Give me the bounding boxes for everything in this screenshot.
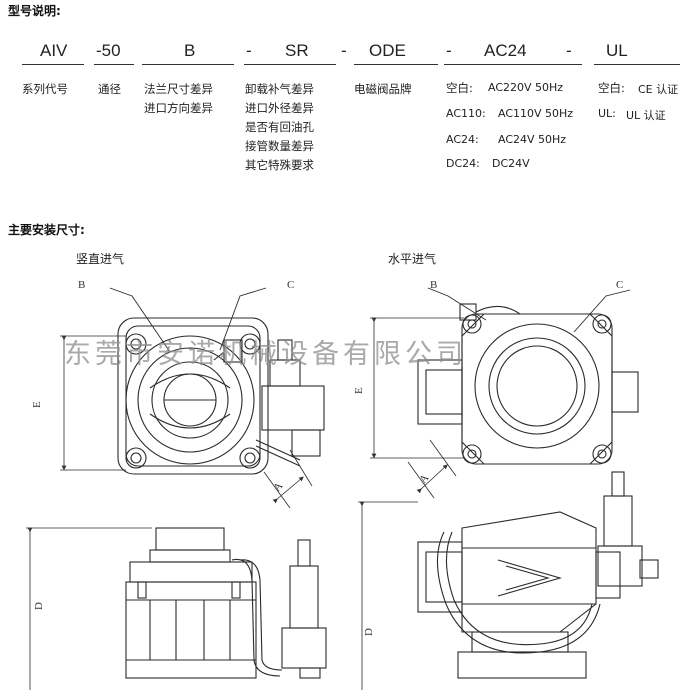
install-section-title: 主要安装尺寸: <box>8 223 85 237</box>
vertical-inlet-label: 竖直进气 <box>76 252 125 266</box>
desc-series: 系列代号 <box>22 82 68 96</box>
cert-row: 空白: CE 认证 <box>598 81 679 96</box>
code-dash: - <box>341 41 347 60</box>
code-unload: SR <box>285 41 309 60</box>
code-dash: - <box>446 41 452 60</box>
dim-c-right: C <box>616 279 623 291</box>
voltage-row: AC110: AC110V 50Hz <box>446 107 574 120</box>
code-voltage: AC24 <box>484 41 527 60</box>
code-certification: UL <box>606 41 628 60</box>
cert-row: UL: UL 认证 <box>598 107 666 122</box>
voltage-row: 空白: AC220V 50Hz <box>446 81 564 95</box>
right-side-view <box>417 471 659 679</box>
company-watermark: 东莞市安诺机械设备有限公司 <box>64 339 467 370</box>
desc-solenoid-brand: 电磁阀品牌 <box>354 82 412 96</box>
dim-e-right: E <box>353 387 365 394</box>
voltage-row: DC24: DC24V <box>446 157 530 170</box>
code-diameter: -50 <box>96 41 121 60</box>
dim-d-right: D <box>363 628 375 636</box>
dim-c-left: C <box>287 279 294 291</box>
code-solenoid-brand: ODE <box>369 41 406 60</box>
code-dash: - <box>566 41 572 60</box>
dim-b-right: B <box>430 279 437 291</box>
code-series: AIV <box>40 41 68 60</box>
dim-a-right: A <box>417 472 431 486</box>
dim-b-left: B <box>78 279 85 291</box>
code-flange: B <box>184 41 196 60</box>
desc-flange: 法兰尺寸差异 进口方向差异 <box>144 82 213 115</box>
dim-e-left: E <box>31 401 43 408</box>
model-section-title: 型号说明: <box>8 4 61 18</box>
dim-d-left: D <box>33 602 45 610</box>
voltage-row: AC24: AC24V 50Hz <box>446 133 567 146</box>
desc-unload: 卸载补气差异 进口外径差异 是否有回油孔 接管数量差异 其它特殊要求 <box>245 82 314 172</box>
right-top-view <box>417 303 639 465</box>
horizontal-inlet-label: 水平进气 <box>388 252 437 266</box>
dim-a-left: A <box>271 480 285 494</box>
code-dash: - <box>246 41 252 60</box>
left-top-view <box>117 317 325 475</box>
desc-diameter: 通径 <box>98 82 121 96</box>
left-side-view <box>125 527 327 679</box>
